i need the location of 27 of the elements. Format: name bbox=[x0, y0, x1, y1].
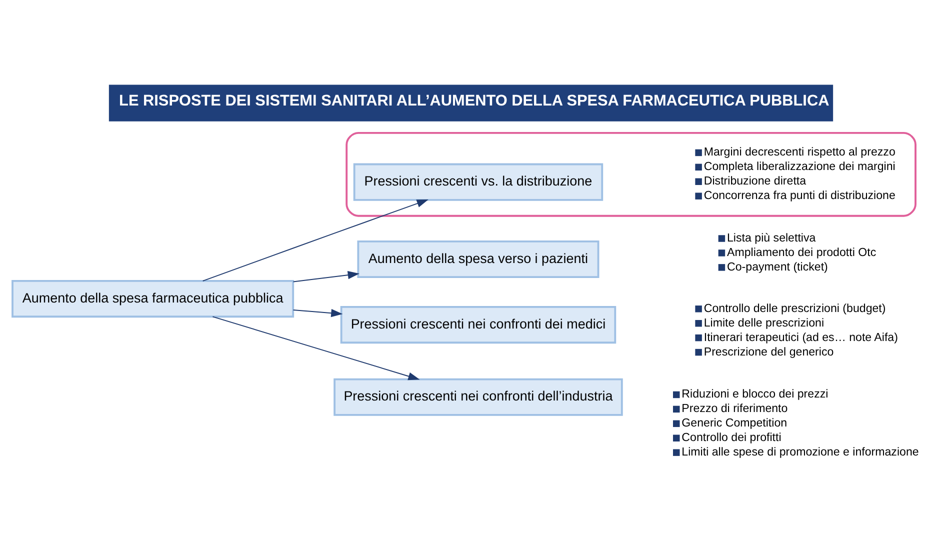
node-label: Controllo dei profitti bbox=[682, 432, 782, 444]
node-label: Distribuzione diretta bbox=[704, 176, 806, 188]
node-label: Concorrenza fra punti di distribuzione bbox=[704, 190, 896, 202]
arrow bbox=[212, 316, 420, 380]
arrow bbox=[202, 200, 428, 282]
diagram-title: LE RISPOSTE DEI SISTEMI SANITARI ALL’AUMENTO DELLA SPESA FARMACEUTICA PUBBLICA bbox=[119, 92, 830, 110]
node-box: Pressioni crescenti nei confronti dell’industria bbox=[334, 378, 623, 416]
node-label: Prescrizione del generico bbox=[704, 346, 834, 358]
node-label: Controllo delle prescrizioni (budget) bbox=[704, 302, 886, 315]
node-label: Prezzo di riferimento bbox=[682, 403, 788, 416]
node-label: Generic Competition bbox=[682, 418, 788, 430]
node-box: Aumento della spesa verso i pazienti bbox=[357, 240, 600, 278]
node-label: Riduzioni e blocco dei prezzi bbox=[682, 388, 828, 401]
node-label: Margini decrescenti rispetto al prezzo bbox=[704, 146, 896, 159]
cluster bbox=[346, 132, 916, 217]
node-label: Ampliamento dei prodotti Otc bbox=[727, 246, 876, 259]
node-label: Itinerari terapeutici (ad es… note Aifa) bbox=[704, 332, 898, 344]
node-box: Pressioni crescenti vs. la distribuzione bbox=[353, 163, 604, 201]
node-box: Pressioni crescenti nei confronti dei medici bbox=[340, 306, 616, 344]
arrow bbox=[292, 271, 360, 282]
arrow bbox=[292, 309, 343, 318]
node-label: Completa liberalizzazione dei margini bbox=[704, 161, 896, 174]
node-label: Co-payment (ticket) bbox=[727, 261, 828, 274]
node-box: Aumento della spesa farmaceutica pubblica bbox=[12, 280, 294, 318]
node-label: Lista più selettiva bbox=[727, 232, 816, 244]
node-label: Limiti alle spese di promozione e informazione bbox=[682, 446, 919, 459]
node-label: Limite delle prescrizioni bbox=[704, 317, 824, 330]
